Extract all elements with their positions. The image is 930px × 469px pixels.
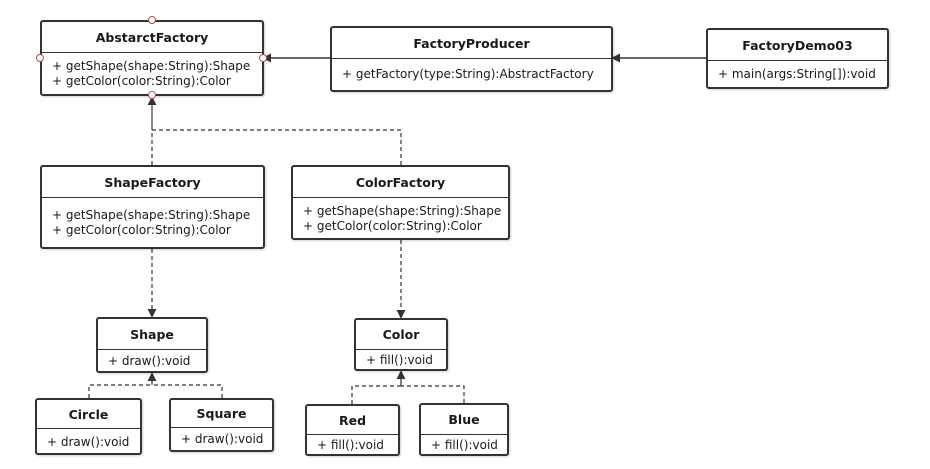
connection-port[interactable] (148, 16, 156, 24)
connection-port[interactable] (259, 54, 267, 62)
class-name: Blue (421, 405, 507, 435)
class-methods: + draw():void (171, 428, 272, 447)
edge-square-to-shape (152, 384, 223, 398)
method: + getColor(color:String):Color (303, 219, 482, 233)
class-name: FactoryProducer (332, 28, 611, 59)
class-methods: + fill():void (421, 435, 507, 453)
class-methods: + getShape(shape:String):Shape + getColo… (293, 198, 508, 234)
method: + getShape(shape:String):Shape (303, 204, 502, 218)
class-name: ShapeFactory (42, 167, 263, 198)
class-shape-factory[interactable]: ShapeFactory + getShape(shape:String):Sh… (40, 165, 265, 249)
edge-blue-to-color (401, 385, 465, 403)
class-methods: + getShape(shape:String):Shape + getColo… (42, 198, 263, 238)
class-color-factory[interactable]: ColorFactory + getShape(shape:String):Sh… (291, 165, 510, 240)
edge-colorfactory-to-abstract-factory (152, 129, 402, 165)
class-name: ColorFactory (293, 167, 508, 198)
class-methods: + main(args:String[]):void (708, 61, 887, 82)
method: + fill():void (431, 438, 498, 452)
class-factory-demo[interactable]: FactoryDemo03 + main(args:String[]):void (706, 28, 889, 89)
class-name: Square (171, 400, 272, 428)
class-methods: + getFactory(type:String):AbstractFactor… (332, 59, 611, 82)
edge-circle-to-shape (88, 384, 152, 398)
class-shape[interactable]: Shape + draw():void (96, 317, 208, 373)
method: + getShape(shape:String):Shape (52, 208, 251, 222)
method: + fill():void (366, 353, 433, 367)
class-methods: + draw():void (98, 350, 206, 369)
class-methods: + fill():void (307, 435, 398, 453)
method: + draw():void (181, 432, 264, 446)
class-name: Color (356, 320, 446, 350)
class-name: FactoryDemo03 (708, 30, 887, 61)
class-name: Shape (98, 319, 206, 350)
class-name: Circle (37, 400, 140, 429)
class-red[interactable]: Red + fill():void (305, 404, 400, 456)
method: + fill():void (317, 438, 384, 452)
method: + draw():void (47, 435, 130, 449)
method: + getColor(color:String):Color (52, 74, 231, 88)
class-circle[interactable]: Circle + draw():void (35, 398, 142, 455)
class-abstract-factory[interactable]: AbstarctFactory + getShape(shape:String)… (40, 20, 264, 96)
class-name: Red (307, 406, 398, 435)
class-methods: + fill():void (356, 350, 446, 368)
class-methods: + draw():void (37, 429, 140, 450)
connection-port[interactable] (148, 91, 156, 99)
method: + getShape(shape:String):Shape (52, 59, 251, 73)
class-methods: + getShape(shape:String):Shape + getColo… (42, 53, 262, 89)
method: + getColor(color:String):Color (52, 223, 231, 237)
method: + draw():void (108, 354, 191, 368)
method: + main(args:String[]):void (718, 67, 876, 81)
class-blue[interactable]: Blue + fill():void (419, 403, 509, 456)
method: + getFactory(type:String):AbstractFactor… (342, 67, 594, 81)
edge-red-to-color (351, 385, 401, 404)
class-square[interactable]: Square + draw():void (169, 398, 274, 452)
class-name: AbstarctFactory (42, 22, 262, 53)
class-factory-producer[interactable]: FactoryProducer + getFactory(type:String… (330, 26, 613, 92)
class-color[interactable]: Color + fill():void (354, 318, 448, 371)
connection-port[interactable] (36, 54, 44, 62)
